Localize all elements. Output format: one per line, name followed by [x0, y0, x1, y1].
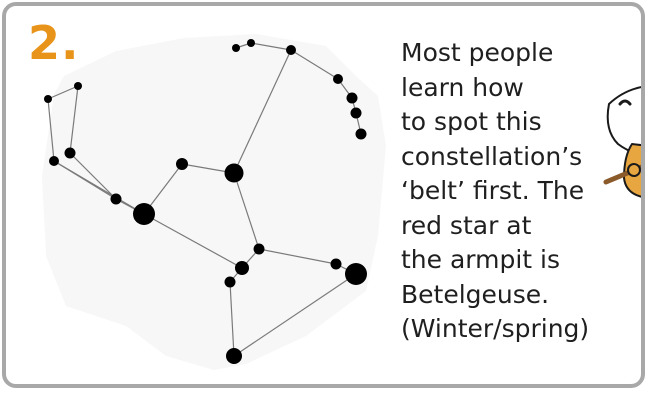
mascot-hand: [628, 164, 640, 176]
mascot-peeking-icon: [6, 6, 645, 388]
constellation-card: 2.: [2, 2, 645, 388]
